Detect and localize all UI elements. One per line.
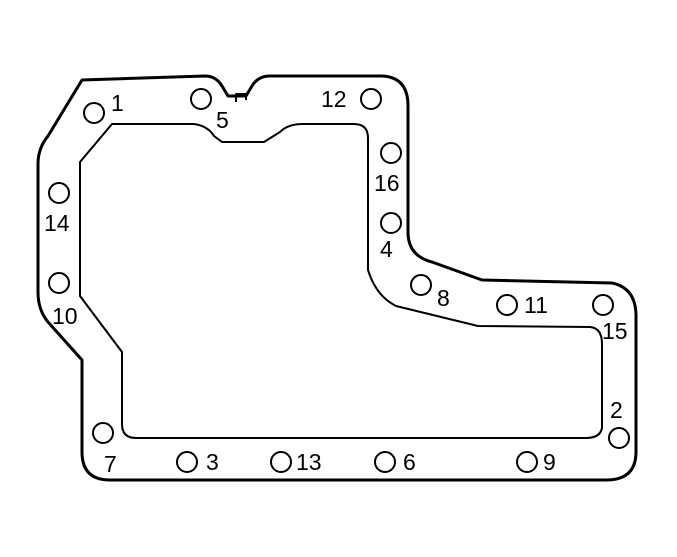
bolt-hole-11	[496, 294, 518, 316]
bolt-hole-16	[380, 142, 402, 164]
bolt-label-3: 3	[206, 449, 219, 475]
bolt-label-16: 16	[374, 170, 400, 196]
bolt-label-15: 15	[602, 318, 628, 344]
bolt-hole-7	[92, 422, 114, 444]
bolt-hole-5	[190, 88, 212, 110]
bolt-hole-8	[410, 274, 432, 296]
bolt-label-6: 6	[403, 449, 416, 475]
bolt-label-12: 12	[321, 86, 347, 112]
gasket-inner-edge	[79, 123, 603, 439]
gasket-notch	[235, 93, 247, 102]
bolt-label-1: 1	[111, 90, 124, 116]
bolt-hole-2	[608, 427, 630, 449]
bolt-hole-1	[83, 102, 105, 124]
gasket-outer-edge	[36, 74, 638, 482]
bolt-hole-13	[270, 451, 292, 473]
bolt-label-7: 7	[104, 451, 117, 477]
bolt-label-5: 5	[216, 107, 229, 133]
bolt-label-8: 8	[437, 285, 450, 311]
bolt-label-2: 2	[610, 397, 623, 423]
bolt-hole-12	[360, 88, 382, 110]
bolt-hole-3	[176, 451, 198, 473]
bolt-hole-10	[48, 272, 70, 294]
bolt-hole-4	[380, 212, 402, 234]
bolt-label-14: 14	[44, 210, 70, 236]
bolt-label-11: 11	[524, 292, 548, 318]
bolt-hole-15	[592, 294, 614, 316]
bolt-label-13: 13	[296, 449, 322, 475]
bolt-hole-9	[516, 451, 538, 473]
bolt-hole-14	[48, 182, 70, 204]
bolt-label-10: 10	[52, 303, 78, 329]
bolt-hole-6	[374, 451, 396, 473]
bolt-label-9: 9	[543, 449, 556, 475]
bolt-label-4: 4	[380, 236, 393, 262]
